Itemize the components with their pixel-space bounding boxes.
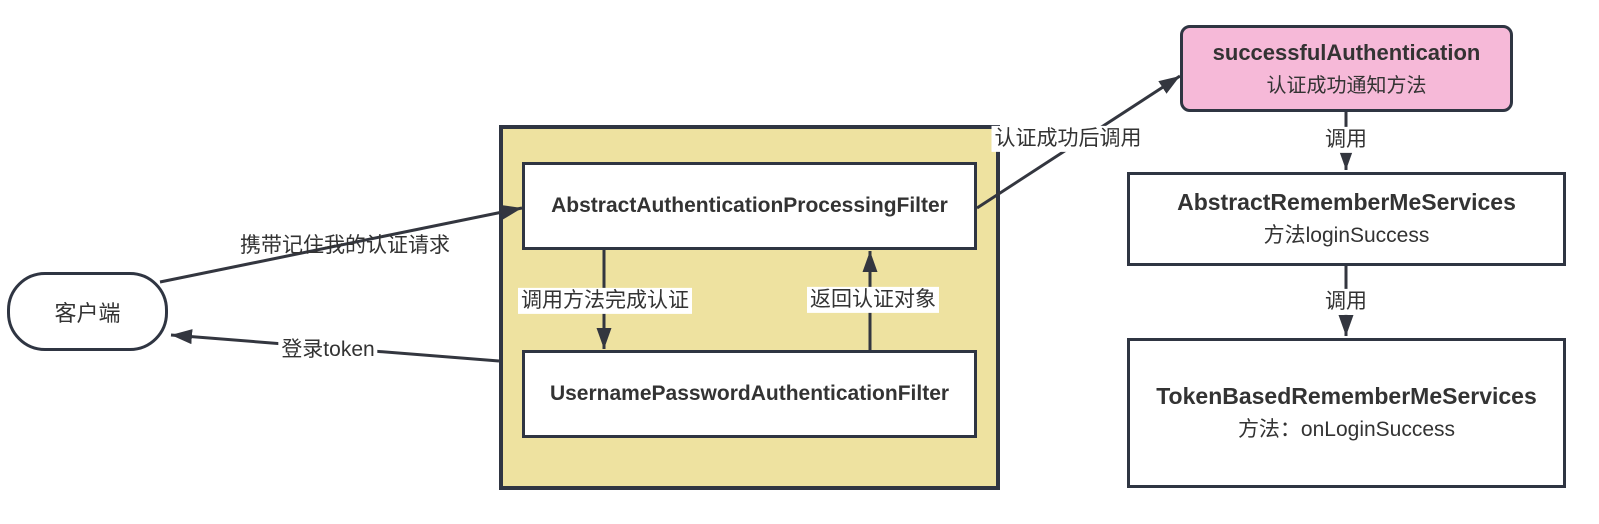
client-label: 客户端 — [54, 300, 121, 326]
token-based-remember-me-services-subtitle: 方法：onLoginSuccess — [1237, 418, 1456, 441]
edge-label-request: 携带记住我的认证请求 — [240, 233, 450, 257]
successful-authentication-title: successfulAuthentication — [1212, 39, 1481, 65]
client-node: 客户端 — [7, 272, 168, 351]
abstract-remember-me-services-subtitle: 方法loginSuccess — [1263, 224, 1430, 247]
abstract-remember-me-services-node: AbstractRememberMeServices 方法loginSucces… — [1127, 172, 1566, 266]
edge-label-login-token: 登录token — [278, 336, 378, 364]
abstract-remember-me-services-title: AbstractRememberMeServices — [1177, 189, 1516, 215]
abstract-authentication-processing-filter-node: AbstractAuthenticationProcessingFilter — [522, 162, 977, 250]
edge-label-return-auth: 返回认证对象 — [807, 286, 939, 314]
edge-label-call-bottom: 调用 — [1322, 288, 1370, 316]
successful-authentication-node: successfulAuthentication 认证成功通知方法 — [1180, 25, 1513, 112]
edge-label-success-call: 认证成功后调用 — [991, 125, 1145, 153]
token-based-remember-me-services-node: TokenBasedRememberMeServices 方法：onLoginS… — [1127, 338, 1566, 488]
token-based-remember-me-services-title: TokenBasedRememberMeServices — [1156, 383, 1537, 409]
username-password-authentication-filter-node: UsernamePasswordAuthenticationFilter — [522, 350, 977, 438]
successful-authentication-subtitle: 认证成功通知方法 — [1266, 74, 1427, 97]
edge-label-call-top: 调用 — [1322, 126, 1370, 154]
abstract-filter-label: AbstractAuthenticationProcessingFilter — [551, 194, 948, 217]
username-filter-label: UsernamePasswordAuthenticationFilter — [549, 382, 950, 405]
edge-label-call-method: 调用方法完成认证 — [518, 287, 692, 315]
